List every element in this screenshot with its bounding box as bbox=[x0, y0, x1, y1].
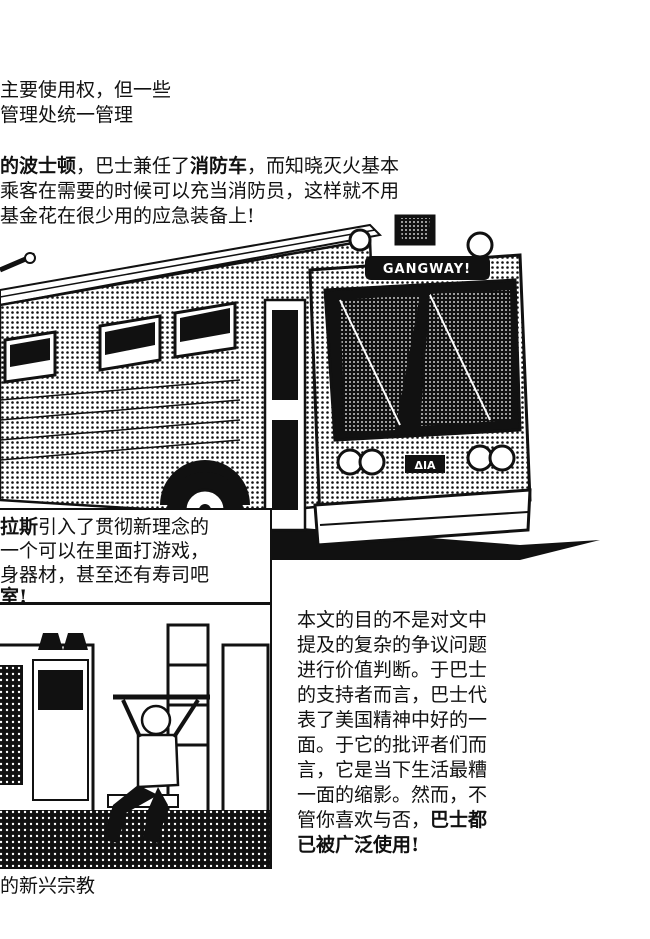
boston-line-2: 乘客在需要的时候可以充当消防员，这样就不用 bbox=[0, 180, 400, 202]
bus-sign: GANGWAY! bbox=[383, 262, 471, 277]
right-line-8: 一面的缩影。然而，不 bbox=[297, 784, 488, 806]
right-line-5: 表了美国精神中好的一 bbox=[297, 709, 488, 731]
right-line-1: 本文的目的不是对文中 bbox=[297, 609, 488, 631]
boston-line-1: 的波士顿，巴士兼任了消防车，而知晓灭火基本 bbox=[0, 155, 399, 178]
right-line-10: 已被广泛使用! bbox=[297, 834, 420, 856]
right-line-3: 进行价值判断。于巴士 bbox=[297, 659, 488, 681]
right-line-9: 管你喜欢与否，巴士都 bbox=[297, 809, 487, 832]
caption-line-3: 身器材，甚至还有寿司吧 bbox=[0, 564, 210, 586]
boston-text-b: ，而知晓灭火基本 bbox=[247, 155, 400, 177]
caption-bold-1: 拉斯 bbox=[0, 516, 39, 538]
caption-text-1: 引入了贯彻新理念的 bbox=[38, 516, 210, 538]
bus-badge: ΔIA bbox=[414, 459, 436, 472]
right-bold-9: 巴士都 bbox=[430, 809, 488, 831]
boston-text-a: ，巴士兼任了 bbox=[76, 155, 191, 177]
bus-illustration: GANGWAY! ΔIA bbox=[0, 214, 600, 560]
intro-line-2: 管理处统一管理 bbox=[0, 104, 134, 126]
intro-line-1: 主要使用权，但一些 bbox=[0, 79, 172, 101]
right-line-6: 面。于它的批评者们而 bbox=[297, 734, 488, 756]
fire-truck-bold: 消防车 bbox=[190, 155, 248, 177]
right-line-2: 提及的复杂的争议问题 bbox=[297, 634, 488, 656]
gym-panel bbox=[0, 603, 272, 869]
right-line-4: 的支持者而言，巴士代 bbox=[297, 684, 488, 706]
caption-line-2: 一个可以在里面打游戏， bbox=[0, 540, 210, 562]
right-line-7: 言，它是当下生活最糟 bbox=[297, 759, 488, 781]
right-text-9: 管你喜欢与否， bbox=[297, 809, 431, 831]
boston-bold: 的波士顿 bbox=[0, 155, 77, 177]
gym-scene bbox=[0, 623, 270, 867]
caption-line-1: 拉斯引入了贯彻新理念的 bbox=[0, 516, 209, 539]
caption-line-4: 室! bbox=[0, 586, 28, 608]
bottom-line: 的新兴宗教 bbox=[0, 875, 96, 897]
boston-line-3: 基金花在很少用的应急装备上! bbox=[0, 205, 255, 227]
